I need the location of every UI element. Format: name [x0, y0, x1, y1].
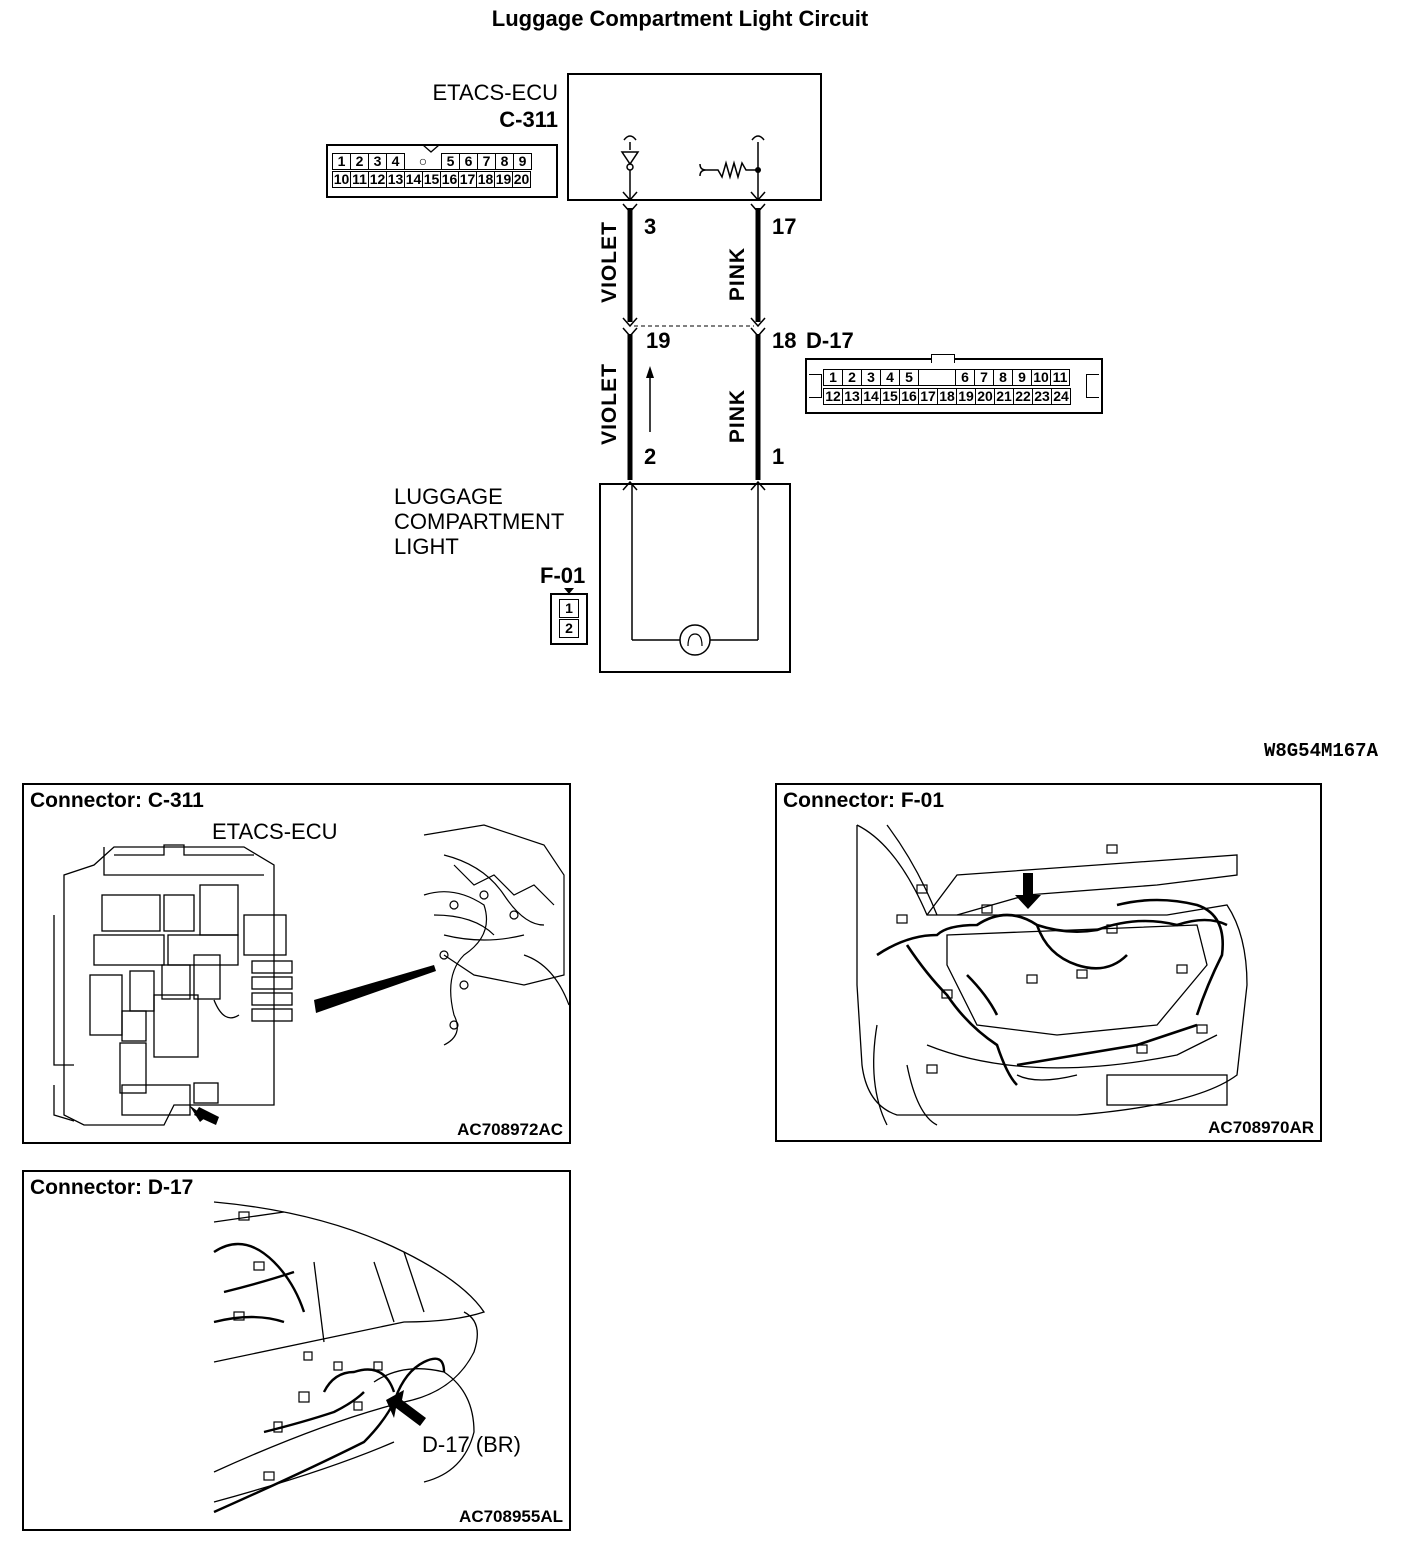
c311-arrow-icon: [194, 1107, 219, 1125]
d17-connector-id: D-17: [806, 328, 854, 353]
f01-pin-2: 2: [559, 619, 579, 638]
lamp-icon: [679, 624, 711, 656]
light-box: [599, 483, 791, 673]
ecu-pin-violet: 3: [644, 214, 657, 239]
ecu-box: [567, 73, 822, 201]
f01-location-illustration: [856, 824, 1248, 1126]
panel-d17-title: Connector: D-17: [30, 1176, 194, 1199]
light-name-line3: LIGHT: [394, 534, 459, 559]
panel-f01-title: Connector: F-01: [783, 789, 945, 812]
wire-color-violet-lower: VIOLET: [598, 363, 621, 445]
c311-pin-table: 1 2 3 4 ○ 5 6 7 8 9: [332, 153, 532, 170]
resistor-icon: [706, 160, 758, 180]
f01-connector-id: F-01: [540, 563, 586, 588]
panel-d17-code: AC708955AL: [459, 1507, 563, 1526]
f01-arrow-icon: [1015, 873, 1041, 909]
ecu-pin-pink: 17: [772, 214, 797, 239]
d17-pin-block: 1 2 3 4 5 6 7 8 9 10 11 12 13 14 15 16 1…: [805, 354, 1103, 414]
ecu-connector-id: C-311: [499, 107, 558, 132]
wire-color-pink-lower: PINK: [726, 388, 749, 444]
panel-connector-f01: Connector: F-01: [775, 783, 1322, 1142]
c311-pin-block: 1 2 3 4 ○ 5 6 7 8 9 10 11 12 13 14 15 16…: [326, 144, 558, 198]
d17-pin-table: 1 2 3 4 5 6 7 8 9 10 11: [823, 369, 1070, 386]
c311-pin-table-row2: 10 11 12 13 14 15 16 17 18 19 20: [332, 171, 531, 188]
d17-callout-label: D-17 (BR): [422, 1432, 522, 1457]
panel-c311-code: AC708972AC: [457, 1120, 563, 1139]
d17-pin-table-row2: 12 13 14 15 16 17 18 19 20 21 22 23 24: [823, 388, 1071, 405]
light-name-line2: COMPARTMENT: [394, 509, 565, 534]
d17-pin-pink: 18: [772, 328, 797, 353]
d17-arrow-icon: [386, 1390, 426, 1426]
c311-location-illustration: [53, 824, 569, 1126]
panel-connector-c311: Connector: C-311 ETACS-ECU: [22, 783, 571, 1144]
wire-color-pink-upper: PINK: [726, 246, 749, 302]
diode-icon: [620, 151, 640, 166]
diagram-title: Luggage Compartment Light Circuit: [491, 6, 869, 31]
panel-c311-title: Connector: C-311: [30, 789, 204, 812]
light-pin-pink: 1: [772, 444, 785, 469]
light-pin-violet: 2: [644, 444, 657, 469]
diagram-code: W8G54M167A: [1263, 740, 1378, 762]
circuit-wiring: [567, 73, 822, 673]
panel-f01-code: AC708970AR: [1208, 1118, 1314, 1137]
panel-connector-d17: Connector: D-17 D-17 (BR) AC708955AL: [22, 1170, 571, 1531]
wire-color-violet-upper: VIOLET: [598, 221, 621, 303]
light-name-line1: LUGGAGE: [394, 484, 503, 509]
d17-location-illustration: [213, 1201, 486, 1514]
f01-pin-1: 1: [559, 599, 579, 618]
f01-pin-block: 1 2: [550, 588, 588, 645]
panel-c311-subtitle: ETACS-ECU: [212, 819, 338, 844]
d17-pin-violet: 19: [646, 328, 671, 353]
ecu-name: ETACS-ECU: [432, 80, 559, 105]
